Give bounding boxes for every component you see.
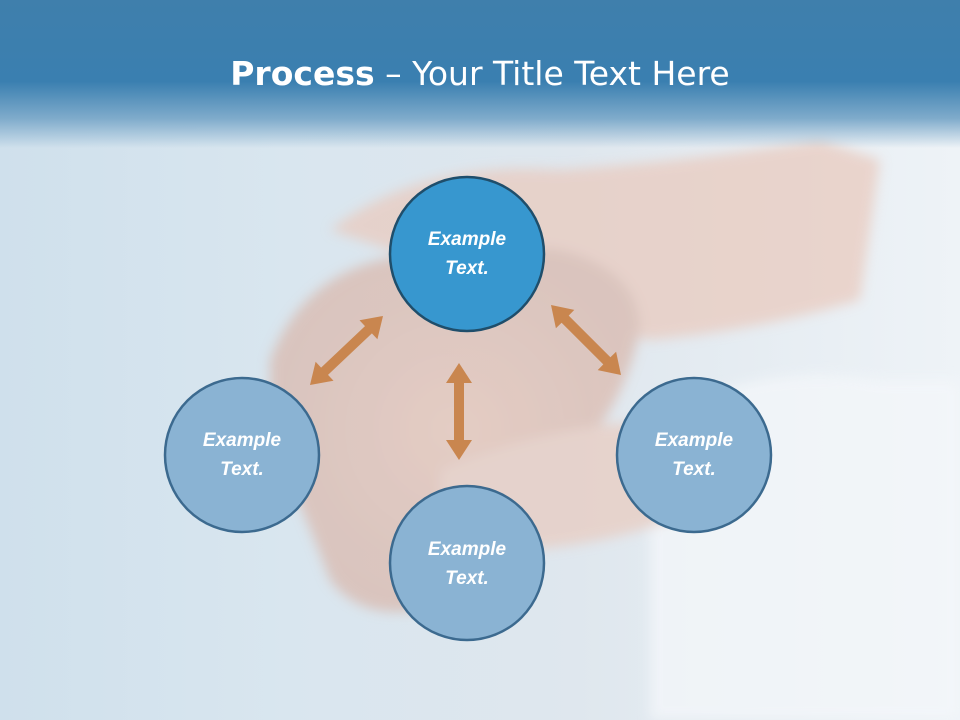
node-top-line2: Text. [445, 258, 489, 279]
node-left-circle [163, 376, 321, 534]
node-right-line2: Text. [672, 459, 716, 480]
node-left-line2: Text. [220, 459, 264, 480]
title-bar [0, 0, 960, 148]
title-bold: Process [230, 54, 375, 93]
node-bottom-circle [388, 484, 546, 642]
node-left-line1: Example [202, 430, 282, 451]
node-left-text: Example Text. [167, 426, 317, 484]
node-bottom-text: Example Text. [392, 535, 542, 593]
node-right-line1: Example [654, 430, 734, 451]
title-rest: – Your Title Text Here [374, 54, 730, 93]
arrow-top-bottom [446, 363, 472, 460]
arrow-top-left [310, 316, 383, 385]
page-title: Process – Your Title Text Here [0, 52, 960, 96]
node-bottom-line2: Text. [445, 568, 489, 589]
node-right-circle [615, 376, 773, 534]
node-top-circle [388, 175, 546, 333]
node-top-text: Example Text. [392, 225, 542, 283]
node-right-text: Example Text. [619, 426, 769, 484]
node-top-line1: Example [427, 229, 507, 250]
arrow-top-right [551, 305, 621, 375]
node-bottom-line1: Example [427, 539, 507, 560]
